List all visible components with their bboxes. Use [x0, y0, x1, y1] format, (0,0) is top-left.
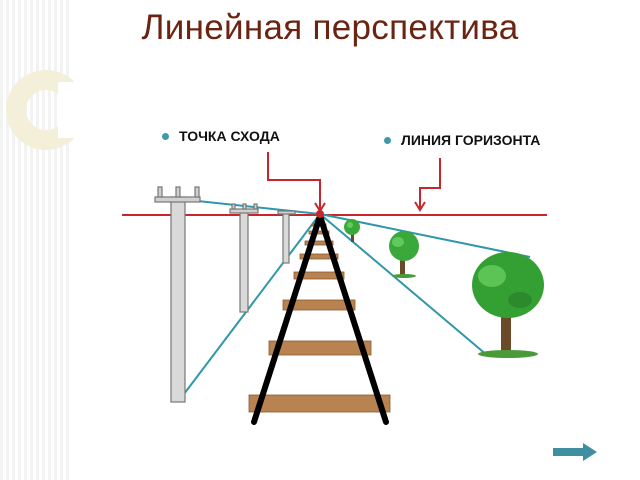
bullet-label: ТОЧКА СХОДА	[179, 128, 280, 144]
utility-pole	[229, 203, 259, 313]
tree	[389, 231, 419, 278]
slide-title: Линейная перспектива	[141, 8, 519, 47]
vanishing-point	[316, 210, 324, 218]
utility-pole	[277, 210, 296, 264]
right-arrow-icon	[553, 443, 597, 461]
next-slide-button[interactable]	[552, 442, 598, 462]
bullet-vanishing-point: ТОЧКА СХОДА	[162, 128, 280, 144]
utility-pole	[154, 186, 201, 403]
bullet-label: ЛИНИЯ ГОРИЗОНТА	[401, 132, 541, 148]
ring-decoration-icon	[6, 70, 86, 150]
utility-poles	[154, 186, 296, 403]
railway-rails	[251, 213, 389, 425]
bullet-dot	[384, 136, 391, 144]
bullet-horizon-line: ЛИНИЯ ГОРИЗОНТА	[384, 132, 540, 148]
tree	[472, 252, 544, 358]
horizon-line-callout	[414, 158, 441, 212]
tree	[344, 219, 360, 242]
vanishing-point-callout	[267, 152, 326, 213]
railway-sleepers	[248, 223, 391, 413]
bullet-dot	[162, 132, 169, 140]
